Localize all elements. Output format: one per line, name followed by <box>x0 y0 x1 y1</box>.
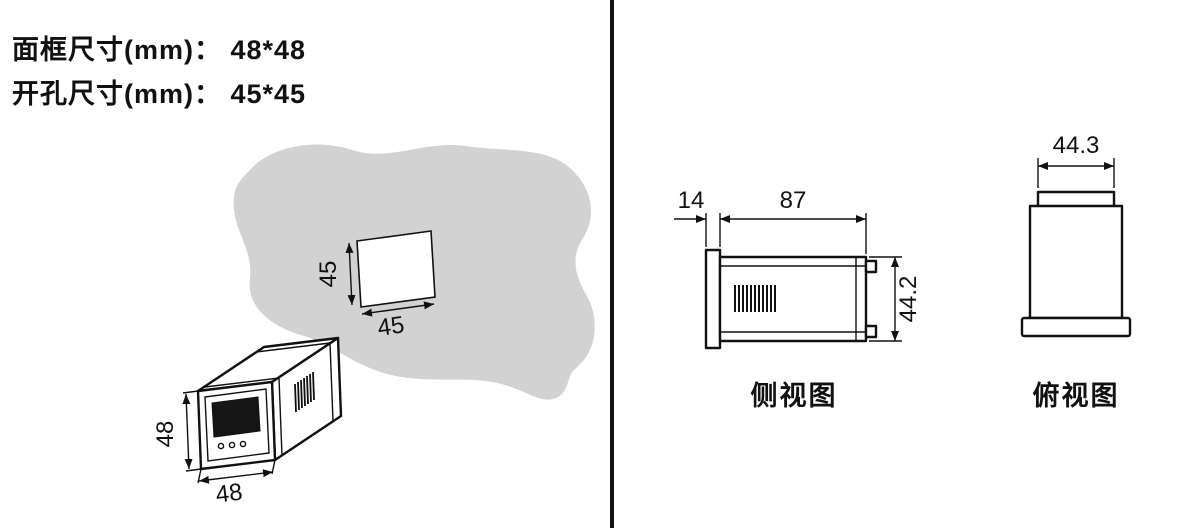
panel-blob-group: 45 45 <box>233 144 595 400</box>
meter-button-1 <box>217 442 225 450</box>
bezel-seam-right <box>278 377 283 457</box>
meter-front-bezel <box>204 388 270 462</box>
side-flange-depth-label: 14 <box>678 187 705 214</box>
side-height-label: 44.2 <box>895 276 922 323</box>
bezel-seam-top <box>204 377 280 388</box>
divider-line <box>610 0 614 528</box>
case-seam-right <box>329 342 334 422</box>
meter-display <box>211 396 261 438</box>
meter-height-dim-line <box>182 393 193 470</box>
top-view-group: 44.3 <box>1020 132 1132 338</box>
meter-button-2 <box>228 441 236 449</box>
top-view-title: 俯视图 <box>1032 381 1120 411</box>
cutout-width-label: 45 <box>376 311 406 341</box>
meter-height-ext-top <box>182 390 199 394</box>
side-body <box>718 255 868 343</box>
meter-height-ext-bottom <box>185 468 202 472</box>
frame-size-text: 面框尺寸(mm)： 48*48 <box>12 35 307 65</box>
meter-height-label: 48 <box>152 421 179 448</box>
cutout-height-label: 45 <box>315 261 342 288</box>
cutout-width-dim-line <box>361 301 435 317</box>
top-flange <box>1020 316 1132 338</box>
side-body-depth-label: 87 <box>780 187 807 214</box>
side-vent-grille <box>734 285 776 312</box>
cutout-size-text: 开孔尺寸(mm)： 45*45 <box>12 79 307 109</box>
side-clip-bottom <box>864 324 878 339</box>
side-view-group: 14 87 44.2 <box>674 187 922 350</box>
cutout-height-dim-line <box>345 242 356 306</box>
meter-button-3 <box>239 440 247 448</box>
side-clip-top <box>864 259 878 274</box>
side-view-title: 侧视图 <box>750 381 838 411</box>
top-width-label: 44.3 <box>1053 132 1100 159</box>
meter-width-dim-line <box>198 469 274 484</box>
top-body <box>1028 204 1124 320</box>
meter-vent-grille <box>294 371 315 413</box>
meter-3d-group: 48 48 <box>152 336 343 509</box>
meter-width-label: 48 <box>214 479 244 509</box>
case-seam-top <box>255 342 331 353</box>
side-flange <box>704 248 722 350</box>
panel-cutout-window <box>356 230 436 308</box>
